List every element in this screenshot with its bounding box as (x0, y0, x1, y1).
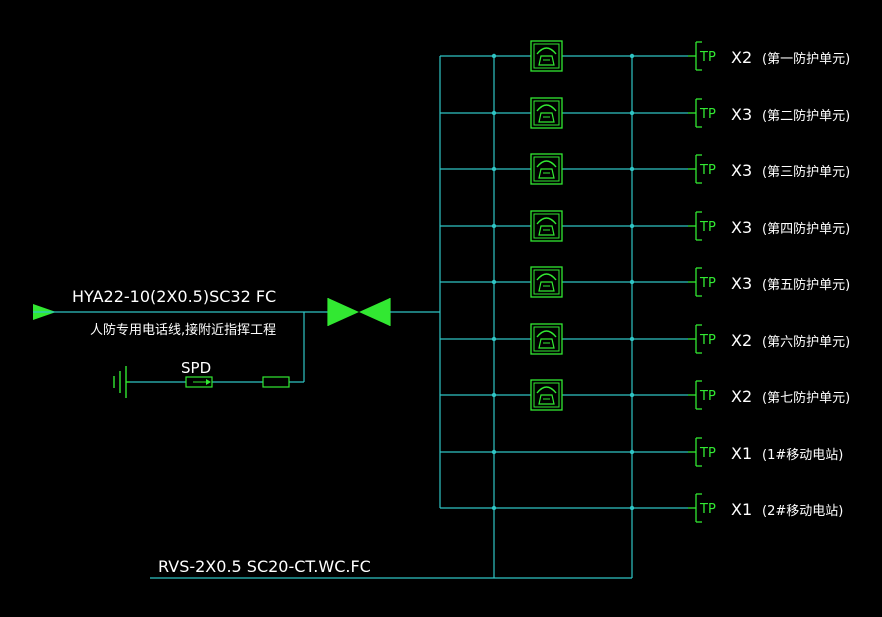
tp-outlet-icon: TP (688, 437, 716, 467)
branch-row: TP X1 (2#移动电站) (440, 493, 843, 523)
protection-unit-label: (第七防护单元) (762, 390, 850, 406)
tp-outlet-icon: TP (688, 211, 716, 241)
protection-unit-label: (第三防护单元) (762, 164, 850, 180)
junction-dot (491, 336, 497, 342)
tp-outlet-icon: TP (688, 324, 716, 354)
outlet-count: X2 (731, 331, 752, 350)
junction-dot (491, 110, 497, 116)
outlet-count: X1 (731, 444, 752, 463)
incoming-description: 人防专用电话线,接附近指挥工程 (90, 322, 276, 338)
tp-outlet-icon: TP (688, 41, 716, 71)
protection-unit-label: (第四防护单元) (762, 221, 850, 237)
branch-row: TP X3 (第二防护单元) (440, 97, 850, 129)
tp-outlet-icon: TP (688, 98, 716, 128)
bottom-cable-label: RVS-2X0.5 SC20-CT.WC.FC (158, 557, 371, 576)
branch-row: TP X3 (第三防护单元) (440, 153, 850, 185)
spd-branch: SPD (113, 312, 305, 398)
junction-dot (491, 449, 497, 455)
junction-dot (629, 336, 635, 342)
protection-unit-label: (第二防护单元) (762, 108, 850, 124)
ground-icon (113, 366, 130, 398)
branch-row: TP X1 (1#移动电站) (440, 437, 843, 467)
branch-rows: TP X2 (第一防护单元) TP X3 (第二防护单元) TP X3 (第三防护单元) TP X3… (440, 40, 850, 523)
protection-unit-label: (第六防护单元) (762, 334, 850, 350)
outlet-label: TP (699, 333, 716, 348)
junction-dot (629, 166, 635, 172)
spd-label: SPD (181, 359, 211, 377)
junction-dot (629, 223, 635, 229)
tp-outlet-icon: TP (688, 267, 716, 297)
tp-outlet-icon: TP (688, 380, 716, 410)
incoming-feed: HYA22-10(2X0.5)SC32 FC 人防专用电话线,接附近指挥工程 (33, 287, 328, 338)
junction-dot (491, 279, 497, 285)
outlet-label: TP (699, 502, 716, 517)
junction-dot (491, 223, 497, 229)
telephone-icon (530, 153, 563, 185)
junction-dot (629, 449, 635, 455)
outlet-count: X3 (731, 274, 752, 293)
junction-dot (629, 53, 635, 59)
junction-dot (629, 279, 635, 285)
tp-outlet-icon: TP (688, 493, 716, 523)
outlet-label: TP (699, 276, 716, 291)
protection-unit-label: (第五防护单元) (762, 277, 850, 293)
outlet-count: X3 (731, 161, 752, 180)
protection-unit-label: (2#移动电站) (762, 504, 843, 519)
outlet-count: X2 (731, 387, 752, 406)
branch-row: TP X3 (第五防护单元) (440, 266, 850, 298)
telephone-icon (530, 379, 563, 411)
outlet-count: X2 (731, 48, 752, 67)
tp-outlet-icon: TP (688, 154, 716, 184)
telephone-icon (530, 323, 563, 355)
outlet-label: TP (699, 220, 716, 235)
branch-row: TP X2 (第六防护单元) (440, 323, 850, 355)
protection-unit-label: (1#移动电站) (762, 448, 843, 463)
branch-row: TP X2 (第七防护单元) (440, 379, 850, 411)
outlet-label: TP (699, 389, 716, 404)
telephone-icon (530, 210, 563, 242)
junction-dot (629, 505, 635, 511)
outlet-count: X1 (731, 500, 752, 519)
junction-dot (629, 392, 635, 398)
outlet-label: TP (699, 163, 716, 178)
protection-unit-label: (第一防护单元) (762, 51, 850, 67)
junction-dot (491, 505, 497, 511)
incoming-cable-label: HYA22-10(2X0.5)SC32 FC (72, 287, 276, 306)
outlet-count: X3 (731, 105, 752, 124)
fuse-icon (262, 376, 290, 388)
junction-dot (491, 392, 497, 398)
surge-protector-icon (185, 376, 213, 388)
junction-dot (491, 53, 497, 59)
outlet-label: TP (699, 50, 716, 65)
telephone-icon (530, 266, 563, 298)
outlet-label: TP (699, 107, 716, 122)
junction-dot (629, 110, 635, 116)
telephone-icon (530, 40, 563, 72)
junction-dot (491, 166, 497, 172)
telephone-icon (530, 97, 563, 129)
bowtie-distribution-icon (327, 298, 391, 326)
distribution-bus: RVS-2X0.5 SC20-CT.WC.FC (150, 56, 633, 579)
branch-row: TP X3 (第四防护单元) (440, 210, 850, 242)
outlet-label: TP (699, 446, 716, 461)
branch-row: TP X2 (第一防护单元) (440, 40, 850, 72)
outlet-count: X3 (731, 218, 752, 237)
